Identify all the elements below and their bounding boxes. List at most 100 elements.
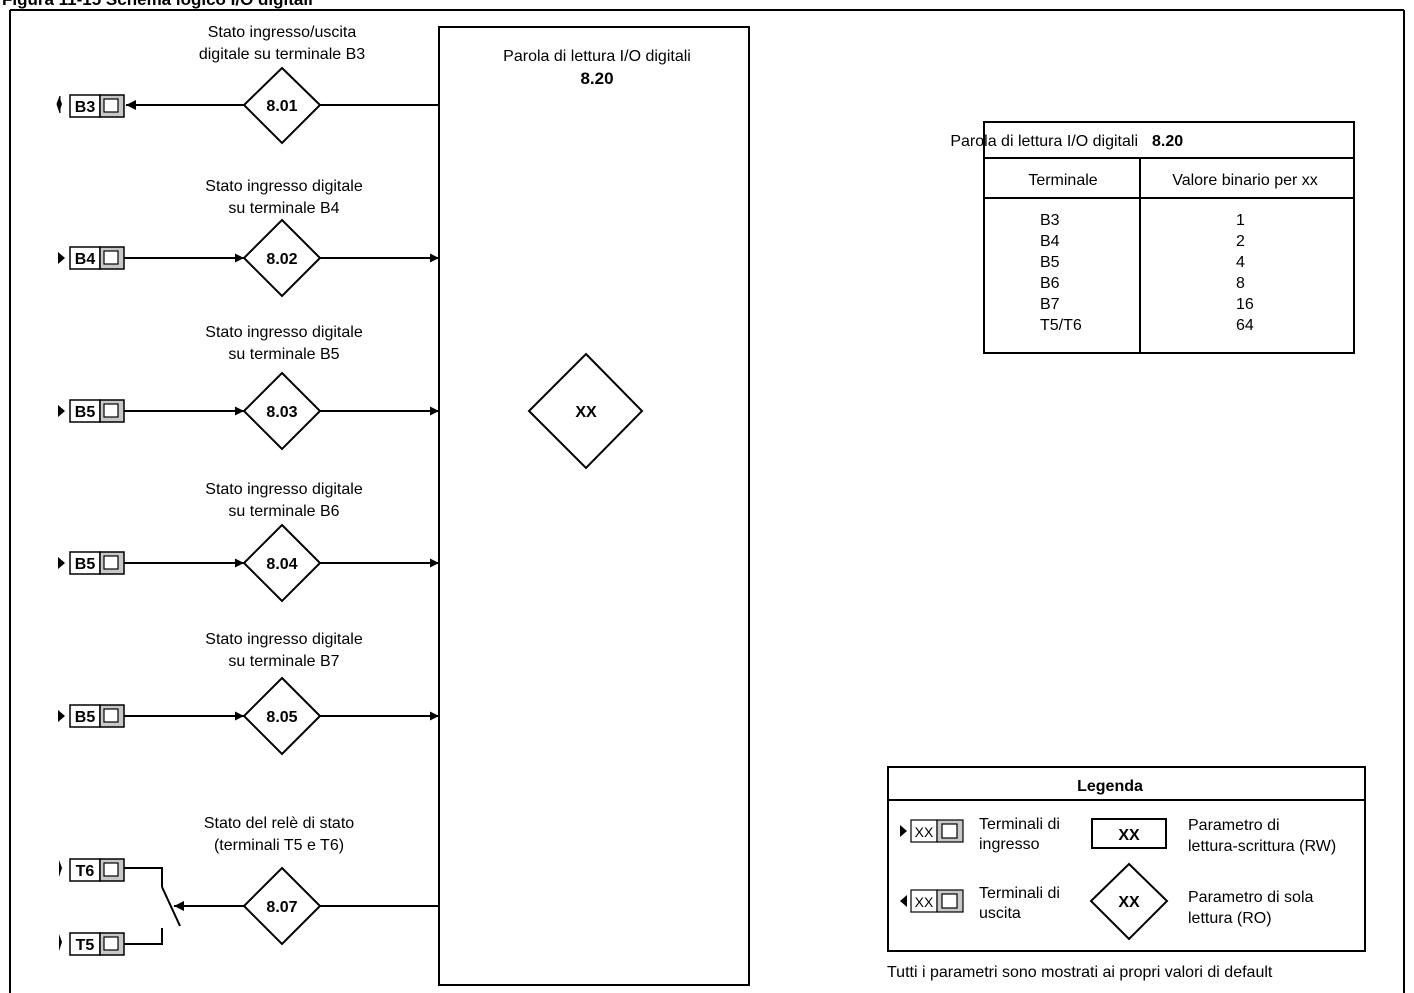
param-8-07-diamond [242,866,322,946]
param-8-05-label: 8.05 [266,709,297,726]
param-8-04-diamond [242,523,322,603]
table-cell-terminal: B4 [1040,233,1060,250]
table-cell-terminal: B6 [1040,275,1060,292]
b6-terminal-square-icon [103,555,119,570]
legend-ro-diamond-label: XX [1118,894,1140,911]
legend-rw-label-line1: Parametro di [1188,817,1280,834]
b7-label-line2: su terminale B7 [228,653,339,670]
b3-terminal-label: B3 [75,99,96,116]
param-8-07-label: 8.07 [266,899,297,916]
t5-relay-wire [124,928,163,945]
legend-output-square-icon [941,893,958,909]
figure-caption-text: Figura 11-15 Schema logico I/O digitali [2,0,313,10]
table-col2-header: Valore binario per xx [1172,172,1318,189]
block-relay: Stato del relè di stato (terminali T5 e … [59,815,439,956]
b5-terminal-square-icon [103,403,119,418]
param-8-02-label: 8.02 [266,251,297,268]
b6-label-line1: Stato ingresso digitale [205,481,363,498]
block-b4: Stato ingresso digitale su terminale B4 … [58,178,439,298]
binary-value-table: Parola di lettura I/O digitali 8.20 Term… [950,121,1355,354]
io-word-title: Parola di lettura I/O digitali [503,48,691,65]
b6-label-line2: su terminale B6 [228,503,339,520]
table-cell-value: 8 [1236,275,1245,292]
table-frame [983,121,1355,354]
footer-note: Tutti i parametri sono mostrati ai propr… [887,964,1273,981]
input-arrow-icon [58,710,65,722]
figure-caption-partial: Figura 11-15 Schema logico I/O digitali [0,0,420,12]
t5-terminal-square-icon [103,936,119,951]
param-8-05-diamond [242,676,322,756]
b4-label-line1: Stato ingresso digitale [205,178,363,195]
t5-terminal-label: T5 [76,937,95,954]
table-cell-value: 4 [1236,254,1245,271]
legend-output-terminal-label: XX [915,894,934,910]
io-word-diamond-label: XX [575,404,597,421]
t6-relay-wire [124,867,163,887]
b4-label-line2: su terminale B4 [228,200,339,217]
b4-terminal-square-icon [103,250,119,265]
b7-terminal-label: B5 [75,709,96,726]
b3-label-line1: Stato ingresso/uscita [208,24,357,41]
output-arrow-icon [59,860,62,877]
legend-input-arrow-icon [900,825,907,837]
table-cell-value: 1 [1236,212,1245,229]
b7-terminal-square-icon [103,708,119,723]
param-8-04-label: 8.04 [266,556,297,573]
io-word-box [438,26,750,986]
t6-terminal-square-icon [103,862,119,877]
legend: Legenda XX Terminali di ingresso XX Para… [887,766,1366,952]
legend-output-label-line2: uscita [979,905,1021,922]
io-word-param: 8.20 [580,69,613,88]
param-8-02-diamond [242,218,322,298]
t6-terminal-label: T6 [76,863,95,880]
table-cell-value: 2 [1236,233,1245,250]
param-8-03-diamond [242,371,322,451]
table-col1-header: Terminale [1028,172,1097,189]
legend-ro-label-line1: Parametro di sola [1188,889,1313,906]
legend-input-square-icon [941,823,958,839]
table-title: Parola di lettura I/O digitali [950,133,1138,150]
table-cell-terminal: B5 [1040,254,1060,271]
legend-rw-label-line2: lettura-scrittura (RW) [1188,838,1336,855]
relay-label-line1: Stato del relè di stato [204,815,354,832]
input-arrow-icon [58,252,65,264]
table-cell-terminal: B7 [1040,296,1060,313]
b3-terminal-square-icon [103,98,119,113]
table-cell-value: 64 [1236,317,1254,334]
param-8-01-diamond [242,66,322,145]
b5-label-line2: su terminale B5 [228,346,339,363]
b5-terminal-label: B5 [75,404,96,421]
param-8-01-label: 8.01 [266,98,297,115]
legend-rw-box-label: XX [1118,827,1140,844]
b4-terminal-label: B4 [75,251,96,268]
output-arrow-icon [59,96,62,113]
b3-label-line2: digitale su terminale B3 [199,46,365,63]
block-b5: Stato ingresso digitale su terminale B5 … [58,324,439,451]
input-arrow-icon [58,557,65,569]
legend-input-label-line2: ingresso [979,836,1040,853]
legend-output-label-line1: Terminali di [979,885,1060,902]
input-arrow-icon [58,405,65,417]
param-8-03-label: 8.03 [266,404,297,421]
io-word-diamond [527,352,644,470]
b5-label-line1: Stato ingresso digitale [205,324,363,341]
legend-output-arrow-icon [900,895,907,907]
legend-input-terminal-label: XX [915,824,934,840]
legend-ro-diamond [1089,862,1169,941]
table-title-param: 8.20 [1152,133,1183,150]
table-cell-value: 16 [1236,296,1254,313]
block-b3: Stato ingresso/uscita digitale su termin… [56,24,439,145]
block-b6: Stato ingresso digitale su terminale B6 … [58,481,439,603]
legend-input-label-line1: Terminali di [979,816,1060,833]
table-cell-terminal: T5/T6 [1040,317,1082,334]
legend-rw-box [1091,818,1167,849]
legend-title: Legenda [1077,778,1143,795]
b6-terminal-label: B5 [75,556,96,573]
relay-label-line2: (terminali T5 e T6) [214,837,344,854]
table-cell-terminal: B3 [1040,212,1060,229]
relay-switch-contact-icon [161,886,181,927]
b7-label-line1: Stato ingresso digitale [205,631,363,648]
output-arrow-icon [59,934,62,951]
